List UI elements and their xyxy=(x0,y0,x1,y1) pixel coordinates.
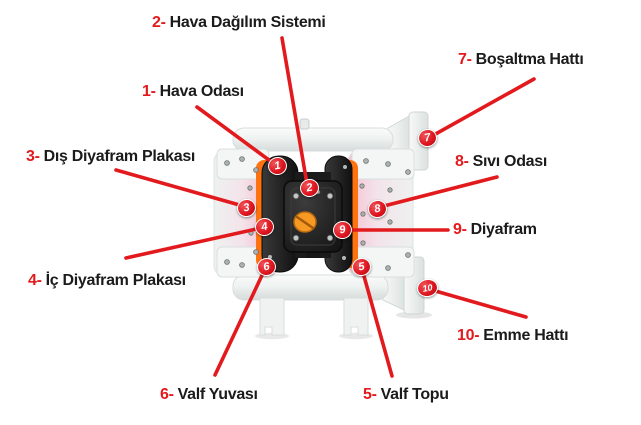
label-text: Diyafram xyxy=(470,221,537,238)
label-diyafram: 9-Diyafram xyxy=(453,220,537,239)
label-number: 9- xyxy=(453,221,467,238)
label-dis-diyafram-plakasi: 3-Dış Diyafram Plakası xyxy=(26,147,195,166)
callout-line-6 xyxy=(213,267,267,377)
label-emme-hatti: 10-Emme Hattı xyxy=(457,326,569,345)
label-bosaltma-hatti: 7-Boşaltma Hattı xyxy=(458,50,584,69)
label-text: Dış Diyafram Plakası xyxy=(43,148,196,165)
callout-line-8 xyxy=(378,175,499,209)
clamp-bolts-right xyxy=(359,158,411,271)
callout-line-1 xyxy=(195,105,275,165)
pipe-fitting-nub xyxy=(299,118,310,130)
label-valf-topu: 5-Valf Topu xyxy=(363,385,449,404)
label-text: Sıvı Odası xyxy=(472,153,548,170)
label-number: 8- xyxy=(455,153,469,170)
callout-line-4 xyxy=(124,226,263,260)
label-text: Hava Odası xyxy=(159,83,244,100)
callout-line-10 xyxy=(430,288,528,319)
label-hava-odasi: 1-Hava Odası xyxy=(142,82,244,101)
valve-screws xyxy=(292,189,334,242)
callout-line-7 xyxy=(430,77,536,138)
label-number: 6- xyxy=(160,386,174,403)
label-number: 7- xyxy=(458,51,472,68)
label-text: Hava Dağılım Sistemi xyxy=(169,14,326,31)
air-valve-body xyxy=(283,172,343,258)
label-text: Valf Yuvası xyxy=(177,386,258,403)
callout-line-2 xyxy=(280,36,309,186)
label-number: 1- xyxy=(142,83,156,100)
label-hava-dagilim-sistemi: 2-Hava Dağılım Sistemi xyxy=(152,13,326,32)
pump-base-feet xyxy=(259,297,369,336)
callout-line-3 xyxy=(114,168,245,208)
label-number: 5- xyxy=(363,386,377,403)
label-text: Valf Topu xyxy=(380,386,449,403)
label-number: 10- xyxy=(457,327,480,344)
label-ic-diyafram-plakasi: 4-İç Diyafram Plakası xyxy=(28,271,186,290)
label-number: 4- xyxy=(28,272,42,289)
label-text: İç Diyafram Plakası xyxy=(45,272,186,289)
label-sivi-odasi: 8-Sıvı Odası xyxy=(455,152,547,171)
label-text: Emme Hattı xyxy=(483,327,569,344)
callout-lines xyxy=(114,36,536,378)
label-number: 3- xyxy=(26,148,40,165)
label-text: Boşaltma Hattı xyxy=(475,51,584,68)
label-valf-yuvasi: 6-Valf Yuvası xyxy=(160,385,258,404)
callout-line-5 xyxy=(360,267,394,378)
label-number: 2- xyxy=(152,14,166,31)
discharge-line xyxy=(232,111,429,171)
